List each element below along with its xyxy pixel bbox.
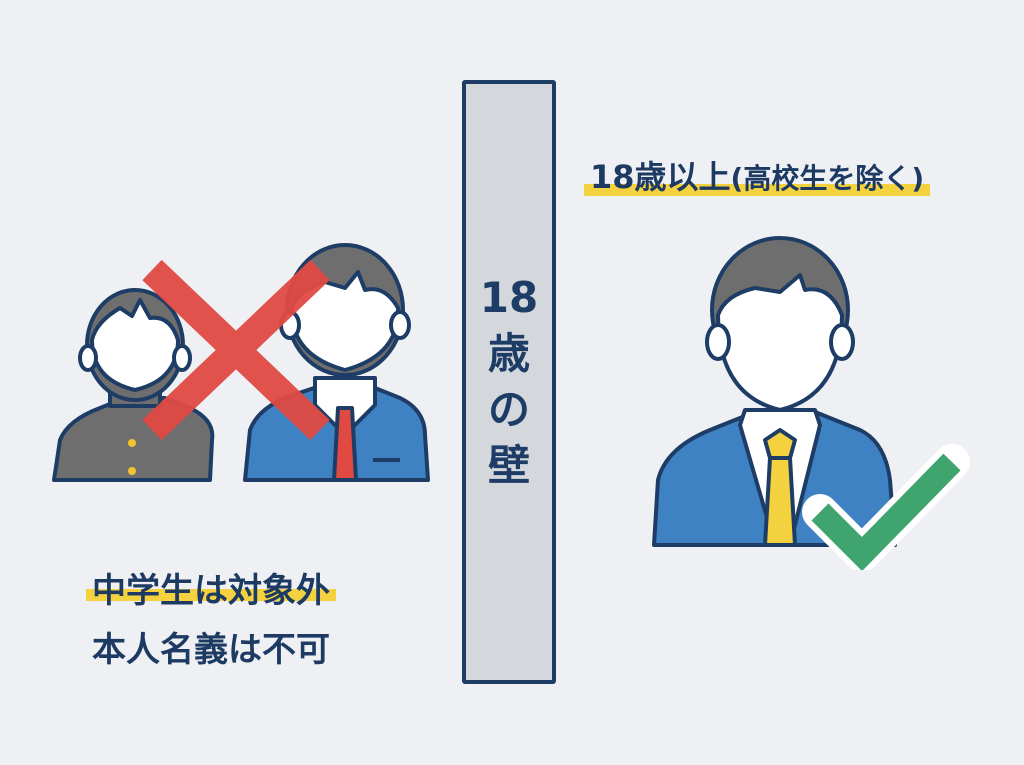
age-wall-panel: [462, 80, 556, 684]
high-school-student-icon: [243, 243, 430, 482]
adult-person-icon: [652, 236, 897, 547]
eligible-caption-main: 18歳以上: [590, 158, 731, 196]
ineligible-caption-line2: 本人名義は不可: [92, 630, 330, 670]
cross-icon: [142, 259, 330, 441]
wall-text-wall: 壁: [487, 441, 530, 490]
age-wall-label: 18 歳 の 壁: [462, 270, 556, 494]
check-icon: [802, 444, 970, 570]
wall-text-no: の: [487, 385, 530, 434]
eligible-caption: 18歳以上(高校生を除く): [584, 152, 931, 198]
students-illustration: [52, 243, 430, 482]
wall-text-age: 歳: [487, 329, 530, 378]
wall-text-18: 18: [479, 273, 539, 322]
eligible-caption-sub: (高校生を除く): [730, 162, 925, 195]
adult-illustration: [652, 236, 970, 570]
ineligible-caption-line1: 中学生は対象外: [86, 563, 336, 612]
